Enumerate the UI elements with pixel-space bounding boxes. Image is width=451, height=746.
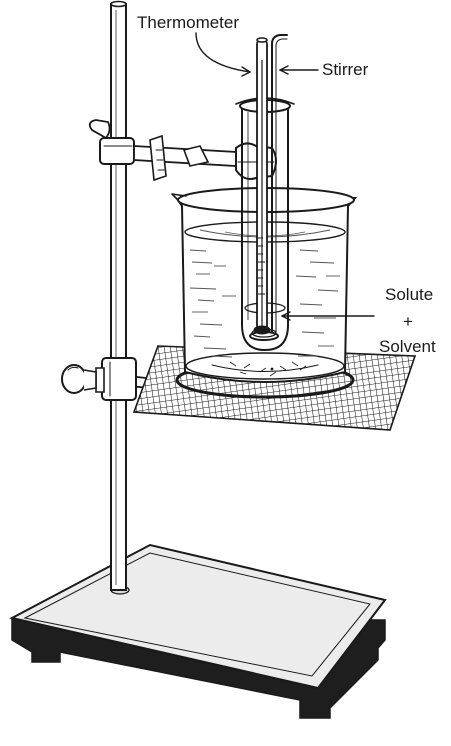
solvent-label: Solvent <box>379 337 436 356</box>
label-stirrer: Stirrer <box>279 60 369 79</box>
thermometer-label: Thermometer <box>137 13 239 32</box>
label-thermometer: Thermometer <box>137 13 251 77</box>
plus-label: + <box>403 312 413 331</box>
stirrer-label: Stirrer <box>322 60 369 79</box>
solute-label: Solute <box>385 285 433 304</box>
label-solute-solvent: Solute + Solvent <box>281 285 436 356</box>
stirrer <box>249 34 288 341</box>
thermometer <box>253 37 271 335</box>
stand-rod <box>110 0 127 591</box>
stand-base <box>9 543 387 719</box>
tube-clamp <box>88 119 277 182</box>
